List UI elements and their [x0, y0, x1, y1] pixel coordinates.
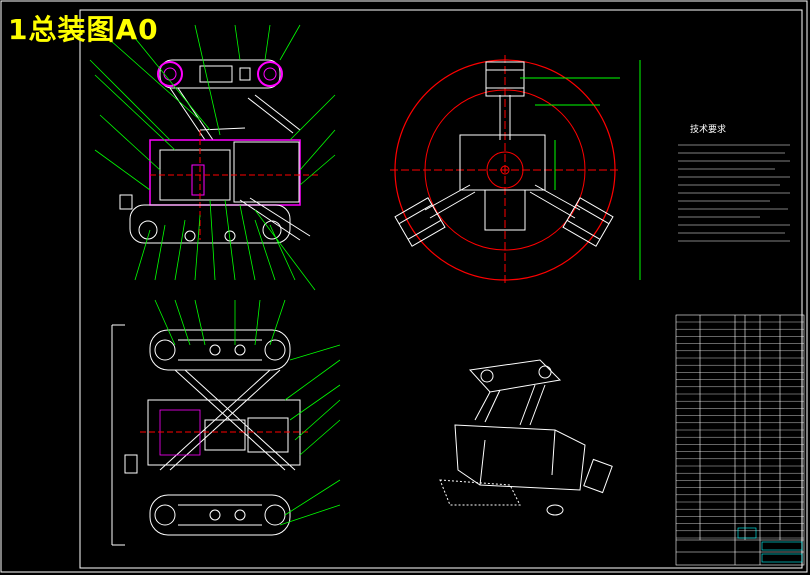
isometric-view	[439, 359, 613, 516]
top-track-wheel-left	[157, 61, 183, 87]
top-track-body	[159, 59, 281, 89]
track-module-top	[485, 61, 525, 97]
drawing-title: 1总装图A0	[8, 13, 159, 46]
upper-track-plan	[149, 329, 291, 371]
lower-track-plan	[149, 494, 291, 536]
tech-requirements-title: 技术要求	[690, 125, 727, 135]
body-section	[459, 134, 546, 191]
pipe-section-view	[390, 55, 641, 285]
inner-frame	[79, 9, 803, 569]
top-view-leaders	[154, 299, 341, 526]
top-track-motor	[199, 65, 233, 83]
tech-requirements-lines	[678, 144, 790, 242]
track-module-left	[394, 197, 446, 247]
front-view-leaders	[89, 24, 336, 291]
top-track-wheel-right	[257, 61, 283, 87]
title-block	[676, 527, 804, 565]
body-plan	[147, 399, 301, 466]
front-view	[119, 59, 320, 244]
top-view	[111, 324, 310, 546]
iso-body	[454, 424, 586, 491]
track-module-right	[562, 197, 614, 247]
iso-bottom-track	[439, 479, 521, 506]
parts-list-rows	[676, 321, 804, 539]
parts-list-table	[675, 314, 805, 566]
